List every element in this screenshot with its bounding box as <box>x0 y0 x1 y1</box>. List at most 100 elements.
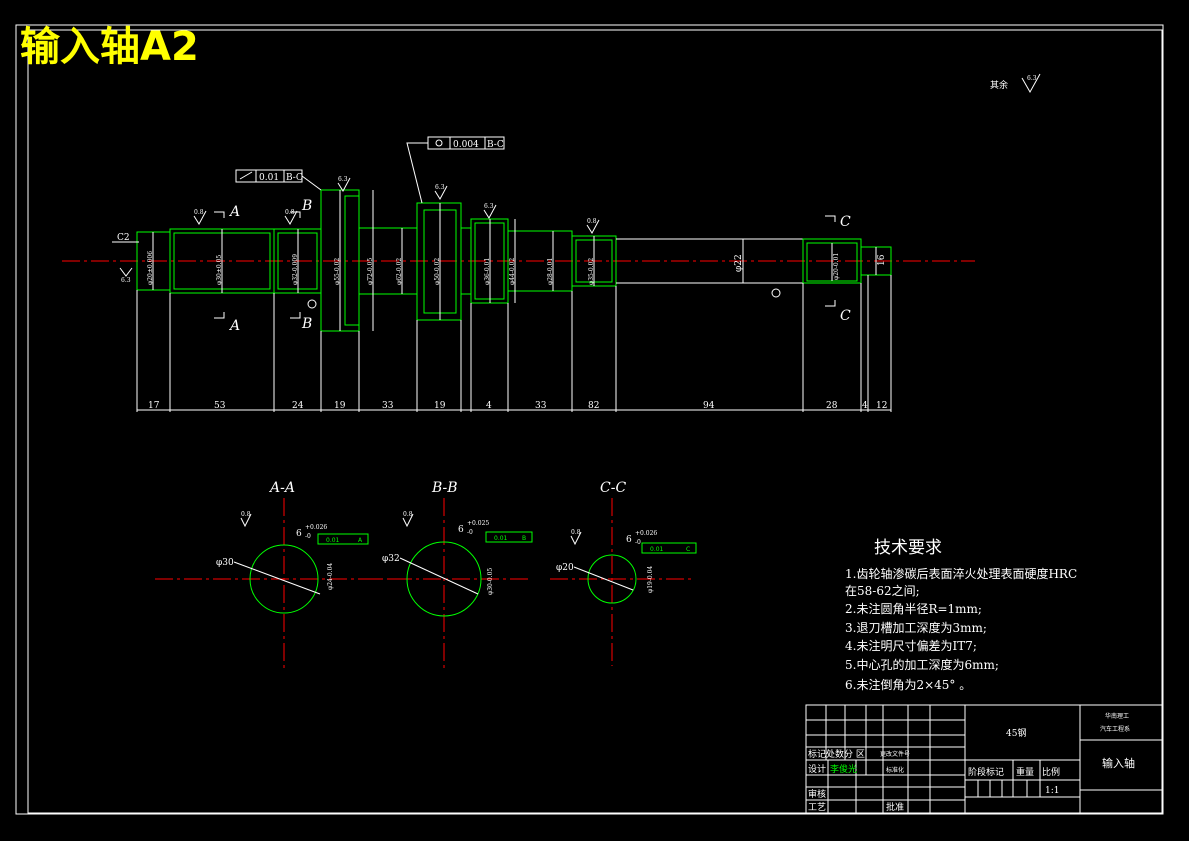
svg-text:19: 19 <box>434 401 446 411</box>
svg-text:φ72-0.05: φ72-0.05 <box>367 258 374 285</box>
svg-text:6.3: 6.3 <box>435 184 445 191</box>
tolerance-frame-1: 0.01 B-C <box>235 169 322 191</box>
svg-text:33: 33 <box>535 401 547 411</box>
roughness-other-label: 其余 <box>990 79 1008 91</box>
svg-text:φ32-0.009: φ32-0.009 <box>292 254 299 285</box>
svg-text:-0: -0 <box>305 533 311 540</box>
svg-text:设计: 设计 <box>808 763 826 775</box>
svg-text:0.8: 0.8 <box>241 511 251 518</box>
svg-text:华南理工: 华南理工 <box>1105 712 1129 720</box>
svg-text:B-C: B-C <box>286 173 303 183</box>
svg-text:+0.026: +0.026 <box>635 530 657 537</box>
svg-text:53: 53 <box>214 401 226 411</box>
svg-text:A: A <box>228 318 240 334</box>
svg-text:0.8: 0.8 <box>194 209 204 216</box>
drawing-title: 输入轴A2 <box>20 24 199 70</box>
svg-text:C-C: C-C <box>600 480 626 496</box>
svg-text:4: 4 <box>862 401 868 411</box>
svg-text:A: A <box>358 537 363 544</box>
svg-text:1:1: 1:1 <box>1045 786 1059 796</box>
svg-text:φ30±0.05: φ30±0.05 <box>216 255 223 285</box>
svg-text:+0.025: +0.025 <box>467 520 489 527</box>
svg-text:输入轴: 输入轴 <box>1102 756 1135 770</box>
svg-text:6.3: 6.3 <box>484 203 494 210</box>
tolerance-frame-2: 0.004 B-C <box>406 136 505 204</box>
svg-text:6: 6 <box>626 535 632 545</box>
svg-text:B: B <box>301 198 312 214</box>
svg-text:12: 12 <box>876 401 887 411</box>
svg-text:33: 33 <box>382 401 394 411</box>
svg-text:0.8: 0.8 <box>587 218 597 225</box>
svg-text:工艺: 工艺 <box>808 802 826 813</box>
svg-text:B-C: B-C <box>487 140 504 150</box>
svg-text:φ50-0.02: φ50-0.02 <box>434 258 441 285</box>
svg-text:φ20±0.006: φ20±0.006 <box>147 251 154 285</box>
svg-text:0.004: 0.004 <box>453 140 479 150</box>
svg-text:φ62-0.02: φ62-0.02 <box>396 258 403 285</box>
svg-text:3.退刀槽加工深度为3mm;: 3.退刀槽加工深度为3mm; <box>845 620 987 635</box>
svg-text:审核: 审核 <box>808 788 826 800</box>
svg-text:阶段标记: 阶段标记 <box>968 766 1004 778</box>
svg-text:19: 19 <box>334 401 346 411</box>
svg-text:0.01: 0.01 <box>326 537 340 544</box>
svg-text:更改文件号: 更改文件号 <box>880 750 910 758</box>
svg-text:φ32: φ32 <box>382 554 400 564</box>
svg-text:B: B <box>301 316 312 332</box>
svg-text:B-B: B-B <box>431 480 458 496</box>
svg-text:6: 6 <box>296 529 302 539</box>
svg-text:6: 6 <box>458 525 464 535</box>
section-a-a: A-A φ30 0.8 6 +0.026 -0 0.01 A φ24-0.04 <box>155 480 395 672</box>
svg-text:17: 17 <box>148 401 160 411</box>
svg-text:φ30-0.05: φ30-0.05 <box>487 568 494 595</box>
svg-text:φ22: φ22 <box>734 254 744 272</box>
svg-text:B: B <box>522 535 526 542</box>
svg-text:6.3: 6.3 <box>121 277 131 284</box>
svg-text:5.中心孔的加工深度为6mm;: 5.中心孔的加工深度为6mm; <box>845 657 999 672</box>
svg-text:+0.026: +0.026 <box>305 524 327 531</box>
svg-text:φ55-0.02: φ55-0.02 <box>334 258 341 285</box>
svg-text:A: A <box>228 204 240 220</box>
svg-text:0.01: 0.01 <box>259 173 279 183</box>
svg-text:C: C <box>840 214 851 230</box>
svg-text:φ20: φ20 <box>556 563 574 573</box>
svg-text:1.齿轮轴渗碳后表面淬火处理表面硬度HRC: 1.齿轮轴渗碳后表面淬火处理表面硬度HRC <box>845 566 1077 581</box>
diameter-dimension-lines <box>152 190 877 331</box>
svg-text:φ36-0.01: φ36-0.01 <box>484 258 491 285</box>
svg-text:0.01: 0.01 <box>494 535 508 542</box>
svg-text:82: 82 <box>588 401 599 411</box>
svg-text:批准: 批准 <box>886 801 904 813</box>
svg-text:16: 16 <box>877 254 887 266</box>
svg-text:李俊光: 李俊光 <box>830 763 857 775</box>
svg-text:0.8: 0.8 <box>403 511 413 518</box>
svg-text:6.3: 6.3 <box>338 176 348 183</box>
svg-text:C: C <box>840 308 851 324</box>
length-labels: 17 53 24 19 33 19 4 33 82 94 28 4 12 <box>148 401 887 411</box>
svg-text:C: C <box>686 546 690 553</box>
title-block: 45钢 华南理工 汽车工程系 输入轴 1:1 标记处数分 区 更改文件号 设计 … <box>805 704 1163 814</box>
svg-text:0.8: 0.8 <box>571 529 581 536</box>
svg-text:汽车工程系: 汽车工程系 <box>1100 725 1130 733</box>
roughness-other-symbol <box>1021 73 1041 94</box>
svg-text:标准化: 标准化 <box>886 766 904 774</box>
section-markers: A A B B C C <box>214 198 851 334</box>
length-dimension-lines <box>136 275 892 412</box>
section-b-b: B-B φ32 0.8 6 +0.025 -0 0.01 B φ30-0.05 <box>365 480 533 668</box>
svg-text:0.01: 0.01 <box>650 546 664 553</box>
svg-text:-0: -0 <box>635 539 641 546</box>
svg-text:-0: -0 <box>467 529 473 536</box>
svg-text:6.未注倒角为2×45° 。: 6.未注倒角为2×45° 。 <box>845 677 971 692</box>
svg-text:在58-62之间;: 在58-62之间; <box>845 584 920 598</box>
svg-text:2.未注圆角半径R=1mm;: 2.未注圆角半径R=1mm; <box>845 601 982 616</box>
diameter-labels: φ20±0.006 φ30±0.05 φ32-0.009 φ55-0.02 φ7… <box>147 251 887 285</box>
svg-text:94: 94 <box>703 401 715 411</box>
svg-text:φ19-0.04: φ19-0.04 <box>647 566 654 593</box>
svg-text:0.8: 0.8 <box>285 209 295 216</box>
svg-text:A-A: A-A <box>268 480 295 496</box>
svg-text:φ28-0.01: φ28-0.01 <box>547 258 554 285</box>
svg-text:比例: 比例 <box>1042 766 1060 778</box>
svg-text:4.未注明尺寸偏差为IT7;: 4.未注明尺寸偏差为IT7; <box>845 638 977 653</box>
svg-text:24: 24 <box>292 401 304 411</box>
svg-text:φ30: φ30 <box>216 558 234 568</box>
svg-text:φ24-0.04: φ24-0.04 <box>327 563 334 590</box>
